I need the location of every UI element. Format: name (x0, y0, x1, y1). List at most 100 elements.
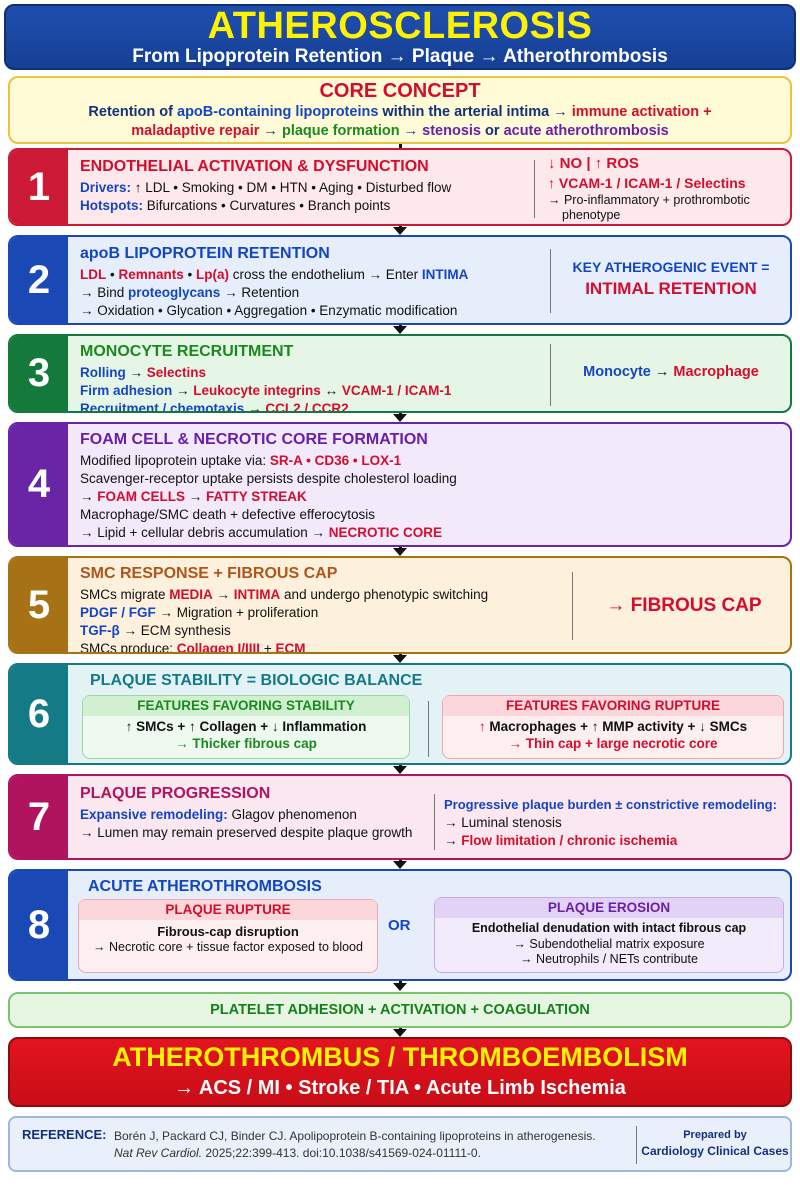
modification-text: → Oxidation • Glycation • Aggregation • … (80, 302, 458, 318)
recruitment-text: Recruitment / chemotaxis (80, 400, 245, 413)
plaque-erosion-header: PLAQUE EROSION (435, 898, 783, 919)
rupture-box: FEATURES FAVORING RUPTURE ↑ Macrophages … (442, 695, 784, 759)
or-label: OR (388, 917, 411, 934)
reference-citation: Borén J, Packard CJ, Binder CJ. Apolipop… (114, 1128, 596, 1162)
intima-text: INTIMA (233, 586, 281, 602)
arrow-text: → (172, 382, 194, 398)
divider (550, 344, 551, 406)
tissue-factor-text: → Necrotic core + tissue factor exposed … (93, 940, 363, 955)
core-text: → (399, 123, 423, 139)
core-concept-title: CORE CONCEPT (319, 80, 481, 102)
bind-text: → Bind (80, 284, 129, 300)
step-number: 8 (10, 871, 68, 979)
core-text: maladaptive repair (131, 123, 260, 139)
core-text: apoB-containing lipoproteins (177, 104, 379, 120)
burden-text: Progressive plaque burden ± constrictive… (444, 797, 777, 812)
arrow-text: → (185, 488, 207, 504)
step-5-title: SMC RESPONSE + FIBROUS CAP (80, 565, 338, 582)
arrow-text: → (80, 488, 98, 504)
hotspots-label: Hotspots: (80, 197, 143, 213)
step-number: 3 (10, 336, 68, 411)
core-text: acute atherothrombosis (503, 123, 669, 139)
step-5-content: SMC RESPONSE + FIBROUS CAP SMCs migrate … (80, 562, 489, 654)
core-text: Retention of (88, 104, 178, 120)
rolling-text: Rolling (80, 364, 126, 380)
reference-label: REFERENCE: (22, 1127, 107, 1142)
step-2-side: KEY ATHEROGENIC EVENT = INTIMAL RETENTIO… (558, 257, 784, 301)
stability-line1: ↑ SMCs + ↑ Collagen + ↓ Inflammation (125, 719, 367, 735)
lpa-text: Lp(a) (195, 266, 229, 282)
rupture-header: FEATURES FAVORING RUPTURE (443, 696, 783, 717)
flow-arrow-down-icon (393, 414, 407, 422)
step-number: 5 (10, 558, 68, 652)
selectins-text: Selectins (146, 364, 207, 380)
prepared-by-label: Prepared by (683, 1129, 747, 1141)
plus-text: + (260, 640, 276, 654)
proliferation-text: → Migration + proliferation (155, 604, 319, 620)
step-8-title: ACUTE ATHEROTHROMBOSIS (88, 878, 322, 895)
flow-arrow-down-icon (393, 861, 407, 869)
fibrous-cap-text: → FIBROUS CAP (606, 595, 762, 616)
step-number: 4 (10, 424, 68, 545)
monocyte-text: Monocyte (583, 364, 651, 380)
flow-arrow-stem (398, 981, 402, 984)
intima-text: INTIMA (421, 266, 469, 282)
core-text: plaque formation (281, 123, 400, 139)
prepared-by-block: Prepared by Cardiology Clinical Cases (640, 1128, 790, 1160)
step-6-box: 6 PLAQUE STABILITY = BIOLOGIC BALANCE FE… (8, 663, 792, 765)
phenotype-text: → Pro-inflammatory + prothrombotic (548, 193, 750, 207)
divider (636, 1126, 637, 1164)
title-part: apoB LIPOPROTEIN (80, 245, 238, 262)
rupture-line1: Macrophages + ↑ MMP activity + ↓ SMCs (485, 719, 748, 735)
reference-box: REFERENCE: Borén J, Packard CJ, Binder C… (8, 1116, 792, 1172)
rupture-line2: → Thin cap + large necrotic core (508, 735, 718, 751)
step-8-box: 8 ACUTE ATHEROTHROMBOSIS PLAQUE RUPTURE … (8, 869, 792, 981)
flow-arrow-down-icon (393, 1029, 407, 1037)
citation-journal: Nat Rev Cardiol. (114, 1146, 203, 1160)
media-text: MEDIA (169, 586, 213, 602)
step-4-content: FOAM CELL & NECROTIC CORE FORMATION Modi… (80, 428, 457, 542)
arrow-text: → (212, 586, 234, 602)
step-2-title: apoB LIPOPROTEIN RETENTION (80, 244, 468, 264)
divider (534, 160, 535, 218)
plaque-rupture-box: PLAQUE RUPTURE Fibrous-cap disruption → … (78, 899, 378, 973)
step-3-content: MONOCYTE RECRUITMENT Rolling → Selectins… (80, 340, 451, 413)
title-part: RETENTION (237, 245, 330, 262)
ischemia-text: Flow limitation / chronic ischemia (461, 833, 678, 848)
step-7-box: 7 PLAQUE PROGRESSION Expansive remodelin… (8, 774, 792, 860)
lumen-text: → Lumen may remain preserved despite pla… (80, 824, 413, 840)
divider (550, 249, 551, 313)
receptors-text: SR-A • CD36 • LOX-1 (269, 452, 402, 468)
up-arrow-text: ↑ (478, 719, 486, 735)
step-number: 2 (10, 237, 68, 323)
step-4-title: FOAM CELL & NECROTIC CORE FORMATION (80, 431, 428, 448)
outcome-subtitle: → ACS / MI • Stroke / TIA • Acute Limb I… (174, 1077, 626, 1099)
page-subtitle: From Lipoprotein Retention → Plaque → At… (132, 46, 668, 67)
key-event-label: KEY ATHEROGENIC EVENT = (572, 259, 770, 275)
arrow-text: → (244, 400, 266, 413)
stability-line2: → Thicker fibrous cap (175, 735, 317, 751)
step-3-title: MONOCYTE RECRUITMENT (80, 343, 294, 360)
arrow-text: ↔ (320, 382, 342, 398)
adhesion-molecules-text: ↑ VCAM-1 / ICAM-1 / Selectins (548, 175, 746, 191)
divider (572, 572, 573, 640)
citation-details: 2025;22:399-413. doi:10.1038/s41569-024-… (202, 1146, 481, 1160)
intimal-retention-text: INTIMAL RETENTION (585, 279, 757, 298)
drivers-text: ↑ LDL • Smoking • DM • HTN • Aging • Dis… (131, 179, 452, 195)
ldl-text: LDL (80, 266, 107, 282)
sep-text: • (106, 266, 119, 282)
pdgf-text: PDGF / FGF (80, 604, 156, 620)
retention-text: → Retention (220, 284, 300, 300)
ecm-synthesis-text: → ECM synthesis (119, 622, 231, 638)
step-5-box: 5 SMC RESPONSE + FIBROUS CAP SMCs migrat… (8, 556, 792, 654)
switching-text: and undergo phenotypic switching (280, 586, 489, 602)
step-7-title: PLAQUE PROGRESSION (80, 785, 271, 802)
collagen-text: Collagen I/IIII (176, 640, 261, 654)
step-1-box: 1 ENDOTHELIAL ACTIVATION & DYSFUNCTION D… (8, 148, 792, 226)
arrow-text: → (650, 364, 674, 380)
flow-arrow-down-icon (393, 655, 407, 663)
remnants-text: Remnants (118, 266, 184, 282)
fatty-streak-text: FATTY STREAK (206, 488, 307, 504)
flow-arrow-down-icon (393, 227, 407, 235)
flow-arrow-down-icon (393, 983, 407, 991)
